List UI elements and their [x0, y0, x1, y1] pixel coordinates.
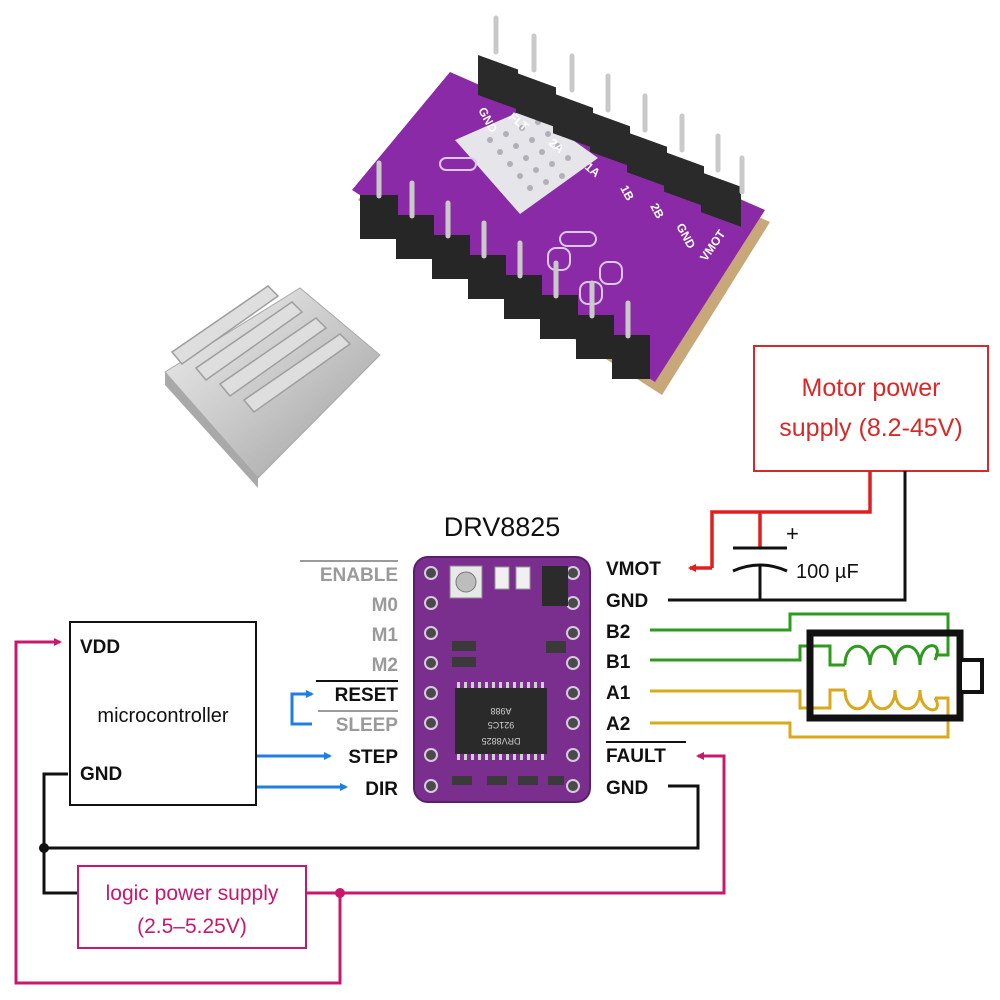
pin-label-fault: FAULT [606, 746, 666, 767]
chip-marking: 921C5 [488, 720, 515, 730]
vmot-wire [710, 471, 872, 568]
motor-supply-line1: Motor power [802, 374, 941, 402]
junction-dot [39, 843, 49, 853]
silk-pin-label: 2B [647, 201, 667, 221]
motor-shaft [958, 658, 984, 694]
b2-wire [650, 612, 950, 657]
chip-marking: DRV8825 [482, 736, 521, 746]
photo-header-front [360, 160, 650, 379]
driver-board-photo: GND FLT 2A 1A 1B 2B GND VMOT [352, 15, 770, 395]
a2-wire [650, 696, 950, 739]
vdd-wire [14, 638, 342, 985]
capacitor-polarity: + [786, 521, 799, 546]
a1-wire [650, 688, 845, 710]
silk-pin-label: 1B [617, 183, 637, 203]
coil-a [843, 689, 939, 712]
smd-part [452, 641, 476, 651]
pin-label-b2: B2 [606, 622, 630, 643]
pcb-top [352, 72, 765, 382]
smd-part [494, 566, 510, 590]
motor-supply-line2: supply (8.2-45V) [779, 414, 962, 442]
chip-leads [457, 682, 544, 760]
pin-label-sleep: SLEEP [336, 715, 399, 736]
mcu-label: microcontroller [97, 705, 228, 727]
smd-part [515, 566, 531, 590]
ground-bus [42, 772, 700, 850]
b1-wire [650, 644, 845, 667]
coil-b [843, 644, 939, 666]
capacitor-value: 100 µF [796, 561, 859, 583]
mcu-vdd-label: VDD [80, 637, 120, 658]
logic-gnd-wire [42, 848, 78, 895]
logic-supply-line1: logic power supply [106, 882, 279, 905]
logic-supply-line2: (2.5–5.25V) [137, 915, 247, 938]
microcontroller: VDD microcontroller GND [69, 621, 257, 806]
reset-sleep-link [290, 690, 314, 726]
fault-pullup-wire [306, 752, 726, 895]
chip-marking: A988 [490, 706, 511, 716]
pin-label-vmot: VMOT [606, 559, 661, 580]
logic-supply-box [77, 865, 307, 949]
pin-label-m0: M0 [372, 595, 398, 616]
pin-label-dir: DIR [365, 779, 398, 800]
trimpot-knob [455, 571, 477, 593]
driver-chip [455, 688, 547, 754]
bottom-smd-row [452, 776, 564, 785]
pin-label-m2: M2 [372, 655, 398, 676]
smd-part [546, 641, 566, 653]
pin-label-enable: ENABLE [320, 565, 398, 586]
stepper-motor [806, 629, 984, 722]
smd-part [452, 657, 476, 667]
pin-label-a2: A2 [606, 714, 630, 735]
motor-power-supply: Motor power supply (8.2-45V) [753, 345, 989, 472]
driver-board-topview: A988 921C5 DRV8825 [413, 556, 591, 803]
photo-header-back [478, 15, 745, 227]
logic-power-supply: logic power supply (2.5–5.25V) [77, 865, 307, 949]
board-pin-holes [424, 566, 580, 793]
mcu-gnd-label: GND [80, 764, 122, 785]
microcontroller-box [69, 621, 257, 806]
pin-label-reset: RESET [335, 685, 399, 706]
pin-label-gnd-top: GND [606, 591, 648, 612]
electrolytic-cap [542, 566, 568, 606]
driver-title: DRV8825 [444, 512, 561, 542]
via-grid [487, 119, 571, 191]
pin-label-step: STEP [348, 747, 398, 768]
capacitor-symbol: + 100 µF [732, 521, 859, 600]
motor-gnd-wire [668, 471, 907, 602]
pin-label-b1: B1 [606, 652, 631, 673]
pin-label-m1: M1 [372, 625, 399, 646]
pin-label-gnd-bottom: GND [606, 778, 648, 799]
heatsink-photo [164, 285, 381, 488]
pin-label-a1: A1 [606, 683, 631, 704]
motor-supply-box [753, 345, 989, 472]
